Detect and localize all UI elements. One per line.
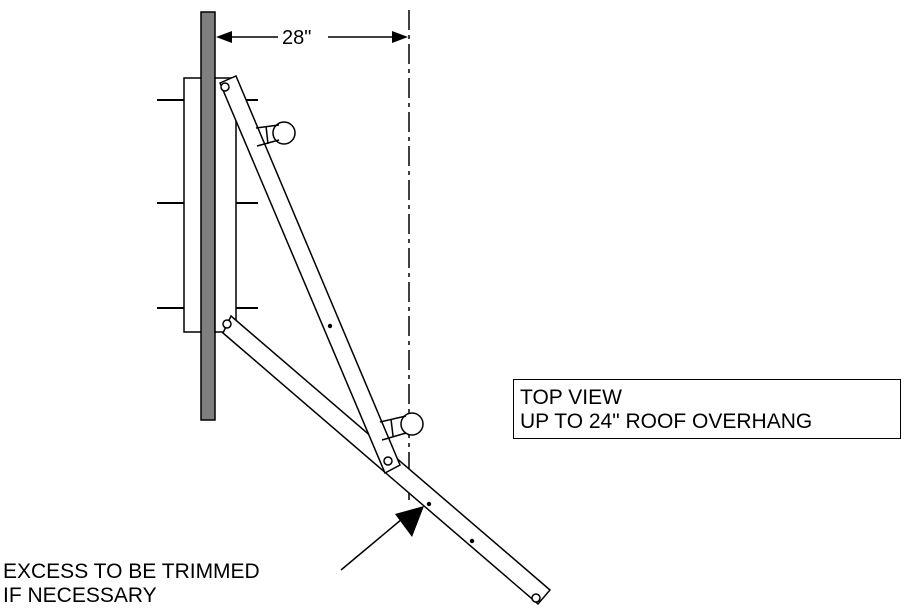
brace-top-hole bbox=[220, 82, 230, 92]
pipe-clamp-upper bbox=[255, 121, 296, 147]
diagonal-brace bbox=[219, 75, 401, 475]
note-title: TOP VIEW bbox=[520, 386, 622, 409]
pipe-clamp-lower bbox=[379, 412, 424, 441]
dimension-label: 28" bbox=[282, 27, 311, 49]
callout-leader bbox=[340, 506, 424, 571]
brace-bottom-hole bbox=[383, 456, 393, 466]
callout-line-2: IF NECESSARY bbox=[3, 584, 157, 607]
lower-arm-rivet bbox=[426, 501, 432, 507]
callout-arrowhead bbox=[395, 506, 424, 537]
callout-line-1: EXCESS TO BE TRIMMED bbox=[3, 560, 260, 583]
brace-rivet bbox=[327, 323, 333, 329]
trim-callout: EXCESS TO BE TRIMMED IF NECESSARY bbox=[3, 560, 260, 608]
mounting-plate-right bbox=[214, 77, 237, 333]
lower-arm-end-hole bbox=[531, 593, 541, 603]
wall bbox=[200, 11, 216, 421]
note-subtitle: UP TO 24" ROOF OVERHANG bbox=[520, 410, 813, 433]
lower-arm-bolt-hole bbox=[222, 319, 232, 329]
lower-arm-rivet bbox=[469, 538, 475, 544]
mounting-plate-left bbox=[183, 77, 203, 333]
dimension-line bbox=[216, 31, 408, 43]
top-view-note: TOP VIEW UP TO 24" ROOF OVERHANG bbox=[513, 379, 901, 439]
